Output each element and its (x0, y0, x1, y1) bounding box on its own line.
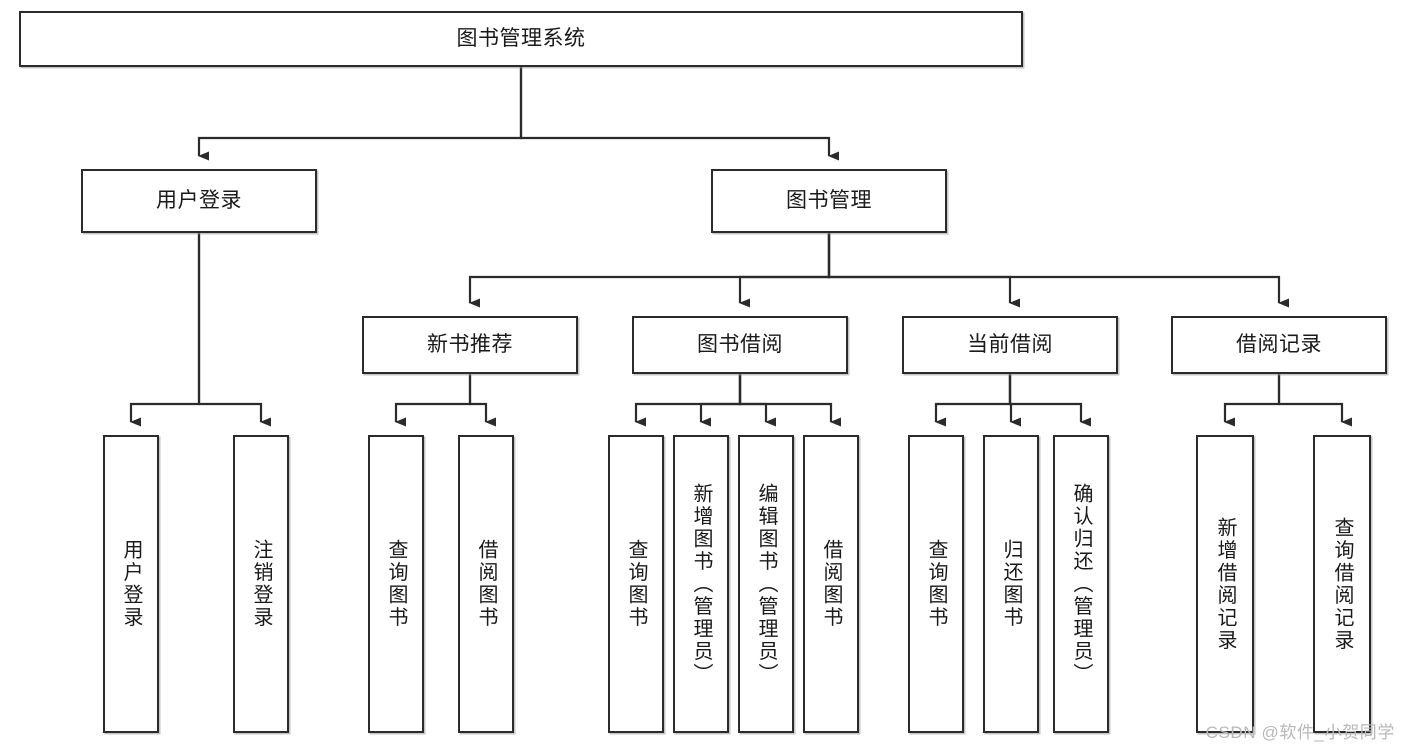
connector-borrow-to-leaf-bo-add (699, 374, 742, 427)
connector-bookmgmt-to-records (827, 233, 1289, 308)
connector-newbook-to-leaf-nb-query (394, 374, 472, 427)
connector-login-to-leaf-logout (197, 233, 271, 427)
node-label: 编辑图书（管理员） (755, 482, 777, 686)
node-label: 借阅记录 (1236, 333, 1322, 357)
connector-bookmgmt-to-borrow (738, 233, 831, 308)
connector-bookmgmt-to-current (827, 233, 1020, 308)
node-leaf-rc-query[interactable]: 查询借阅记录 (1313, 435, 1371, 733)
node-leaf-bo-add[interactable]: 新增图书（管理员） (673, 435, 729, 733)
node-label: 新增图书（管理员） (690, 482, 712, 686)
node-label: 用户登录 (120, 539, 142, 629)
node-root[interactable]: 图书管理系统 (19, 11, 1023, 67)
node-leaf-nb-query[interactable]: 查询图书 (368, 435, 424, 733)
node-label: 查询借阅记录 (1331, 516, 1353, 652)
node-label: 注销登录 (250, 539, 272, 629)
node-login[interactable]: 用户登录 (81, 169, 317, 233)
node-leaf-bo-borrow[interactable]: 借阅图书 (803, 435, 859, 733)
node-leaf-cu-confirm[interactable]: 确认归还（管理员） (1053, 435, 1109, 733)
connector-newbook-to-leaf-nb-borrow (468, 374, 496, 427)
node-label: 图书借阅 (697, 333, 783, 357)
connector-borrow-to-leaf-bo-borrow (738, 374, 841, 427)
connector-records-to-leaf-rc-add (1223, 374, 1281, 427)
node-label: 查询图书 (625, 539, 647, 629)
node-label: 当前借阅 (967, 333, 1053, 357)
node-label: 图书管理 (786, 189, 872, 213)
node-leaf-cu-return[interactable]: 归还图书 (983, 435, 1039, 733)
connector-current-to-leaf-cu-confirm (1008, 374, 1091, 427)
node-label: 借阅图书 (475, 539, 497, 629)
node-leaf-user-login[interactable]: 用户登录 (103, 435, 159, 733)
node-label: 图书管理系统 (456, 27, 586, 51)
connector-root-to-login (197, 67, 523, 161)
connector-current-to-leaf-cu-query (934, 374, 1012, 427)
node-bookmgmt[interactable]: 图书管理 (711, 169, 947, 233)
node-label: 借阅图书 (820, 539, 842, 629)
node-label: 查询图书 (385, 539, 407, 629)
connector-bookmgmt-to-newbook (468, 233, 831, 308)
node-leaf-logout[interactable]: 注销登录 (233, 435, 289, 733)
node-label: 归还图书 (1000, 539, 1022, 629)
node-label: 新书推荐 (427, 333, 513, 357)
node-label: 新增借阅记录 (1214, 516, 1236, 652)
node-label: 查询图书 (925, 539, 947, 629)
connector-records-to-leaf-rc-query (1277, 374, 1352, 427)
node-label: 确认归还（管理员） (1070, 482, 1092, 686)
node-leaf-cu-query[interactable]: 查询图书 (908, 435, 964, 733)
connector-login-to-leaf-user-login (129, 233, 201, 427)
connector-borrow-to-leaf-bo-edit (738, 374, 776, 427)
node-leaf-bo-query[interactable]: 查询图书 (608, 435, 664, 733)
node-label: 用户登录 (156, 189, 242, 213)
node-leaf-nb-borrow[interactable]: 借阅图书 (458, 435, 514, 733)
connector-borrow-to-leaf-bo-query (634, 374, 742, 427)
connector-root-to-bookmgmt (519, 67, 839, 161)
node-newbook[interactable]: 新书推荐 (362, 316, 578, 374)
node-borrow[interactable]: 图书借阅 (632, 316, 848, 374)
node-current[interactable]: 当前借阅 (902, 316, 1118, 374)
node-leaf-bo-edit[interactable]: 编辑图书（管理员） (738, 435, 794, 733)
node-leaf-rc-add[interactable]: 新增借阅记录 (1196, 435, 1254, 733)
edge-group (129, 67, 1352, 427)
node-records[interactable]: 借阅记录 (1171, 316, 1387, 374)
